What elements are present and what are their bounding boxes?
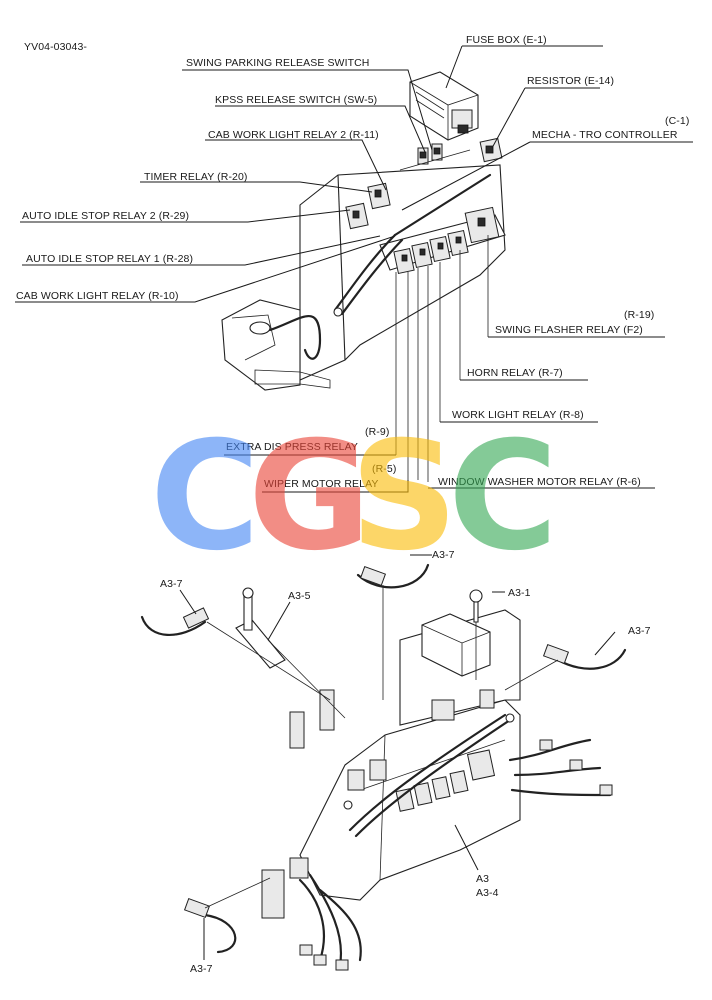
label-kpss-release-switch: KPSS RELEASE SWITCH (SW-5) [215,94,377,106]
label-mecha-tro-controller: MECHA - TRO CONTROLLER [532,129,678,141]
label-swing-flasher-code: (R-19) [624,309,654,321]
watermark-letter-g: G [248,410,371,584]
watermark-letter-c2: C [448,410,558,584]
label-horn-relay: HORN RELAY (R-7) [467,367,563,379]
part-a3-7-left: A3-7 [160,578,183,590]
callout-leaders [15,45,693,493]
label-swing-parking-release-switch: SWING PARKING RELEASE SWITCH [186,57,369,69]
watermark-letter-c1: C [150,410,260,584]
label-fuse-box: FUSE BOX (E-1) [466,34,547,46]
fuse-box-drawing [409,71,479,141]
label-timer-relay: TIMER RELAY (R-20) [144,171,248,183]
label-mecha-tro-code: (C-1) [665,115,689,127]
label-window-washer-motor-relay: WINDOW WASHER MOTOR RELAY (R-6) [438,476,641,488]
label-extra-dis-press-relay: EXTRA DIS PRESS RELAY [226,441,358,453]
label-auto-idle-stop-relay-2: AUTO IDLE STOP RELAY 2 (R-29) [22,210,189,222]
lower-assembly-drawing [140,563,627,971]
part-a3-7-right: A3-7 [628,625,651,637]
label-wiper-code: (R-5) [372,463,396,475]
watermark-logo: C G S C [150,410,558,584]
part-a3-7-top: A3-7 [432,549,455,561]
label-cab-work-light-relay: CAB WORK LIGHT RELAY (R-10) [16,290,179,302]
doc-code: YV04-03043- [24,41,87,53]
part-a3-5: A3-5 [288,590,311,602]
lower-leaders [179,554,616,960]
label-swing-flasher-relay: SWING FLASHER RELAY (F2) [495,324,643,336]
label-wiper-motor-relay: WIPER MOTOR RELAY [264,478,379,490]
part-a3-4: A3-4 [476,887,499,899]
label-cab-work-light-relay-2: CAB WORK LIGHT RELAY 2 (R-11) [208,129,379,141]
part-a3: A3 [476,873,489,885]
watermark-letter-s: S [350,410,458,584]
label-auto-idle-stop-relay-1: AUTO IDLE STOP RELAY 1 (R-28) [26,253,193,265]
label-extra-dis-code: (R-9) [365,426,389,438]
part-a3-7-bottom: A3-7 [190,963,213,975]
label-resistor: RESISTOR (E-14) [527,75,614,87]
upper-assembly-drawing [221,71,506,482]
relay-row [393,206,500,275]
part-a3-1: A3-1 [508,587,531,599]
label-work-light-relay: WORK LIGHT RELAY (R-8) [452,409,584,421]
